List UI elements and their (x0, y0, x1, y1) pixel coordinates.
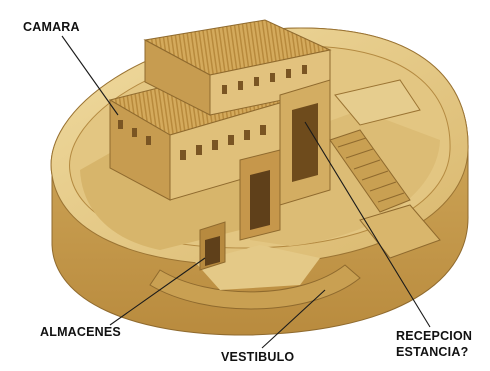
leader-line-recepcion (304, 121, 431, 328)
leader-lines (61, 35, 431, 349)
vestibule (149, 221, 361, 310)
label-camara: CAMARA (23, 20, 80, 34)
upper-chamber-block (143, 19, 332, 116)
leader-line-almacenes (109, 257, 206, 326)
leader-line-camara (61, 35, 119, 116)
leader-line-vestibulo (261, 289, 326, 349)
label-estancia: ESTANCIA? (396, 345, 469, 359)
label-almacenes: ALMACENES (40, 325, 121, 339)
label-recepcion: RECEPCION (396, 329, 473, 343)
central-passage (239, 79, 331, 241)
label-vestibulo: VESTIBULO (221, 350, 295, 364)
